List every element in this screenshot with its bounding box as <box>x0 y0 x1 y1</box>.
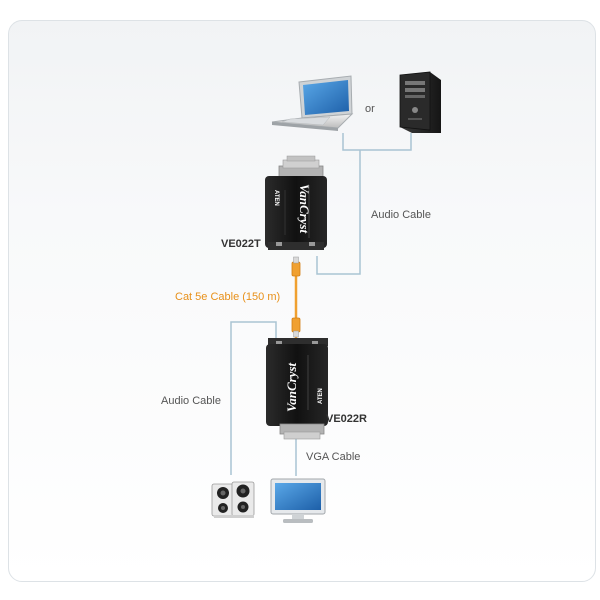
or-label: or <box>365 103 375 115</box>
receiver-model-label: VE022R <box>326 413 367 425</box>
ve022r-maker-logo: ATEN <box>318 388 324 404</box>
cat5-cable-label: Cat 5e Cable (150 m) <box>175 291 281 303</box>
ve022r-receiver: VanCryst ATEN <box>266 338 328 440</box>
desktop-tower-icon <box>399 71 441 133</box>
ve022t-transmitter: VanCryst ATEN <box>265 155 327 250</box>
vga-cable-label: VGA Cable <box>306 451 361 463</box>
ve022t-product-logo: VanCryst <box>297 184 312 234</box>
monitor-icon <box>270 478 326 523</box>
transmitter-model-label: VE022T <box>221 238 261 250</box>
audio-cable-top-line <box>316 133 412 275</box>
cat5-cable-line <box>291 256 301 341</box>
audio-cable-top-label: Audio Cable <box>371 209 431 221</box>
ve022r-product-logo: VanCryst <box>284 362 299 412</box>
ve022t-maker-logo: ATEN <box>273 190 279 206</box>
laptop-icon <box>271 75 354 131</box>
audio-cable-bottom-line <box>230 321 277 475</box>
speakers-icon <box>211 481 255 518</box>
audio-cable-bottom-label: Audio Cable <box>161 395 221 407</box>
